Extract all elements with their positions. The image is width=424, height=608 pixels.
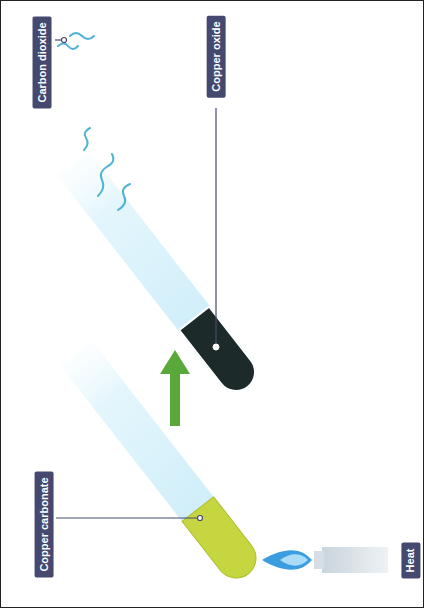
callout-label: Copper oxide [206,15,225,97]
leader-line [56,517,198,518]
callout-label: Heat [402,542,421,578]
leader-dot [62,38,67,43]
test-tube [57,151,264,400]
callout-label: Copper carbonate [35,471,54,577]
leader-line [215,108,216,344]
reaction-arrow [160,350,190,426]
label-text: Carbon dioxide [36,22,49,102]
leader-dot [213,344,219,350]
label-text: Copper oxide [209,21,222,91]
callout-label: Carbon dioxide [33,16,52,108]
label-text: Heat [405,548,418,572]
burner [262,547,388,573]
label-text: Copper carbonate [38,477,51,571]
leader-dot [198,516,203,521]
